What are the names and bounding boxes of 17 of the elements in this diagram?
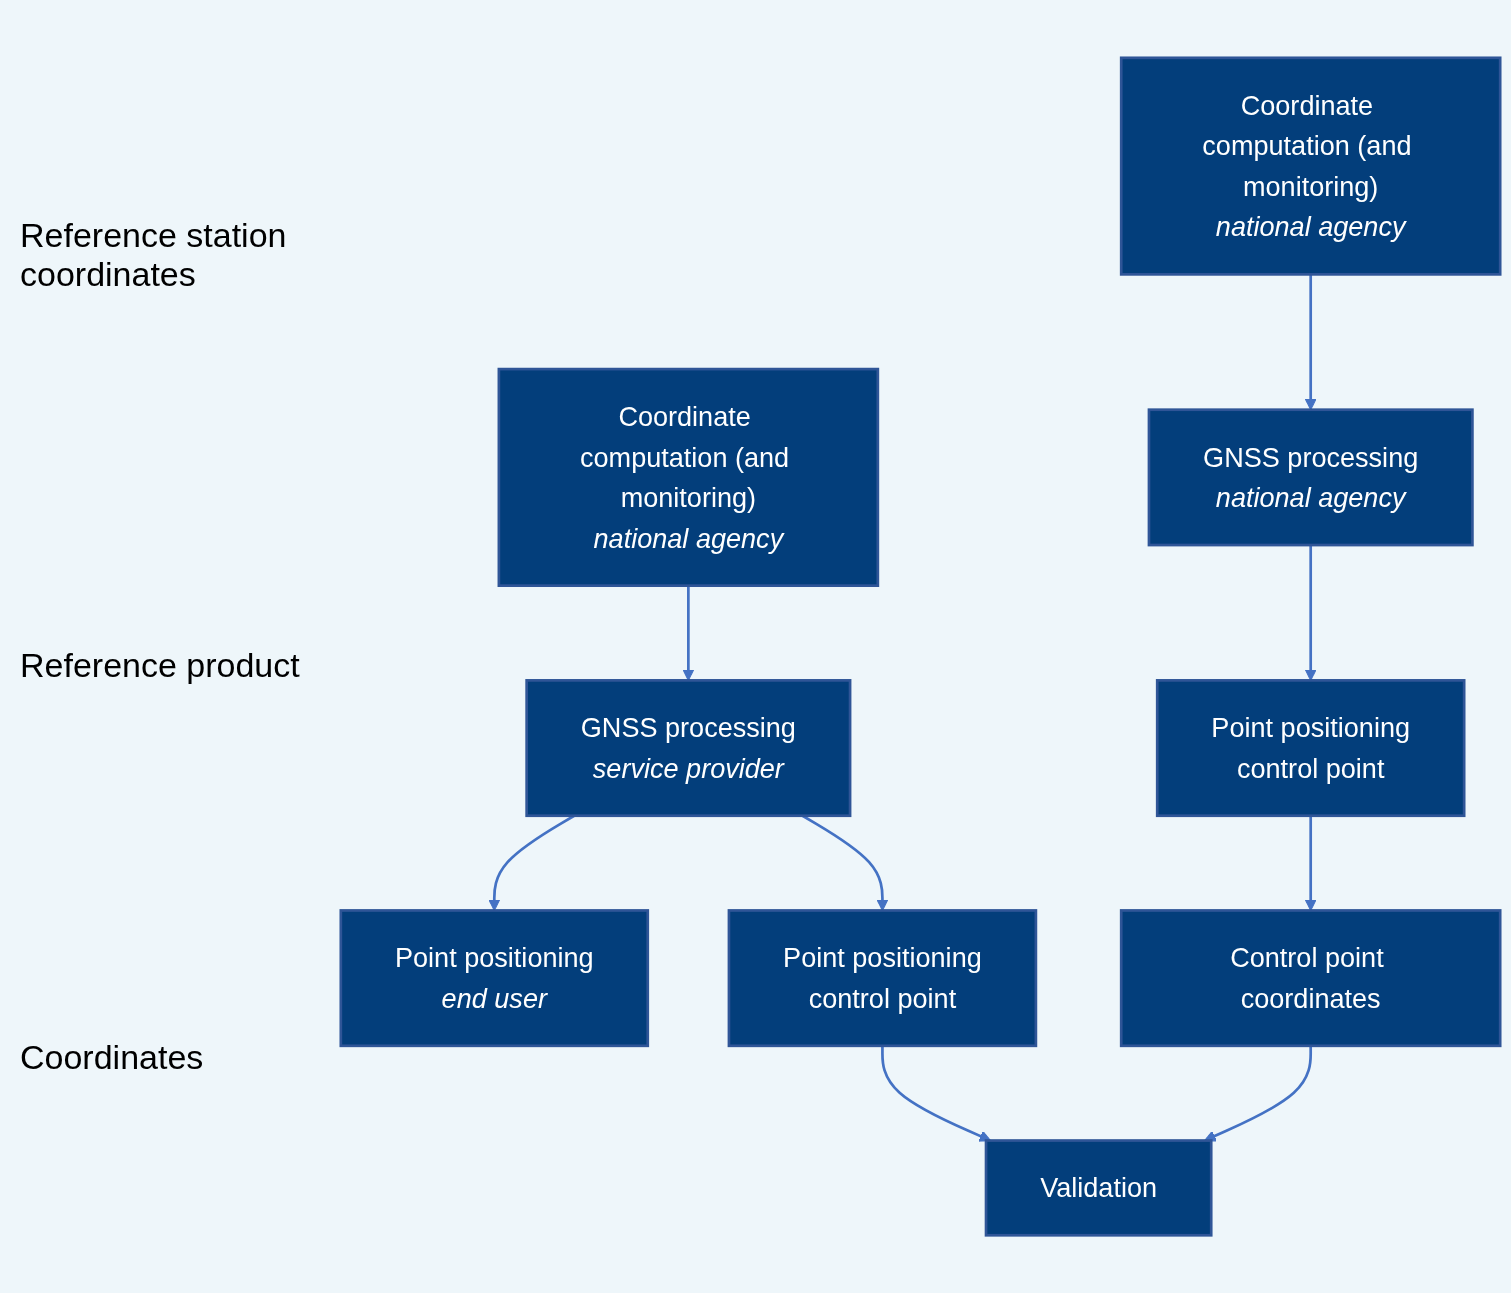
- arrow: [682, 585, 695, 681]
- node-box: Point positioning end user: [339, 909, 650, 1048]
- node-box: Point positioning control point: [1155, 678, 1466, 818]
- node-box: Control point coordinates: [1119, 909, 1502, 1048]
- arrow: [881, 1045, 992, 1142]
- side-label: Coordinates: [20, 1037, 205, 1077]
- arrow: [1304, 545, 1317, 681]
- side-label: Reference station coordinates: [20, 216, 288, 295]
- side-label: Reference product: [20, 646, 301, 686]
- arrow: [1204, 1045, 1313, 1142]
- node-box: GNSS processing service provider: [525, 678, 852, 818]
- node-box: Point positioning control point: [727, 909, 1038, 1048]
- node-box: Coordinate computation (and monitoring) national agency: [1119, 56, 1502, 276]
- arrow: [1304, 815, 1317, 911]
- node-box: Coordinate computation (and monitoring) national agency: [497, 367, 880, 587]
- node-box: Validation: [984, 1139, 1213, 1237]
- node-box: GNSS processing national agency: [1147, 408, 1474, 547]
